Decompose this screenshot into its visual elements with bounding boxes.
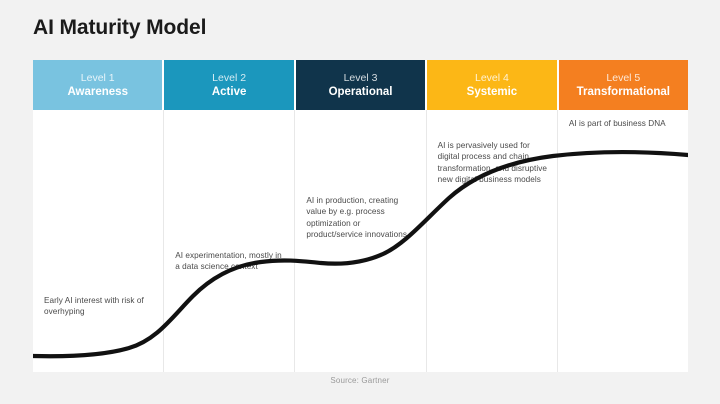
level-column-4: AI is pervasively used for digital proce… [427, 110, 558, 372]
level-band-3-level: Level 3 [343, 71, 378, 84]
level-note-4: AI is pervasively used for digital proce… [437, 141, 547, 185]
level-column-1: Early AI interest with risk of overhypin… [33, 110, 165, 372]
level-band-row: Level 1 Awareness Level 2 Active Level 3… [33, 60, 689, 110]
level-band-2[interactable]: Level 2 Active [164, 60, 294, 110]
level-column-row: Early AI interest with risk of overhypin… [33, 110, 688, 372]
level-band-5-level: Level 5 [606, 71, 641, 84]
level-band-5[interactable]: Level 5 Transformational [558, 60, 689, 110]
maturity-chart-card: Level 1 Awareness Level 2 Active Level 3… [33, 60, 689, 372]
level-band-5-name: Transformational [576, 85, 670, 98]
level-band-3[interactable]: Level 3 Operational [295, 60, 426, 110]
level-column-5: AI is part of business DNA [558, 110, 688, 372]
level-band-1-name: Awareness [67, 85, 128, 98]
level-band-4-name: Systemic [466, 85, 518, 98]
level-note-1: Early AI interest with risk of overhypin… [44, 296, 144, 317]
level-column-3: AI in production, creating value by e.g.… [295, 110, 427, 372]
level-band-1-level: Level 1 [80, 71, 115, 84]
level-band-2-level: Level 2 [212, 71, 247, 84]
level-note-3: AI in production, creating value by e.g.… [306, 196, 407, 240]
level-band-4-level: Level 4 [474, 71, 509, 84]
level-column-2: AI experimentation, mostly in a data sci… [164, 110, 296, 372]
level-band-2-name: Active [211, 85, 247, 98]
level-band-4[interactable]: Level 4 Systemic [427, 60, 557, 110]
level-note-2: AI experimentation, mostly in a data sci… [175, 251, 282, 272]
source-caption: Source: Gartner [330, 376, 390, 385]
level-band-3-name: Operational [328, 85, 393, 98]
page-title: AI Maturity Model [33, 16, 207, 39]
level-note-5: AI is part of business DNA [568, 119, 666, 128]
level-band-1[interactable]: Level 1 Awareness [33, 60, 163, 110]
